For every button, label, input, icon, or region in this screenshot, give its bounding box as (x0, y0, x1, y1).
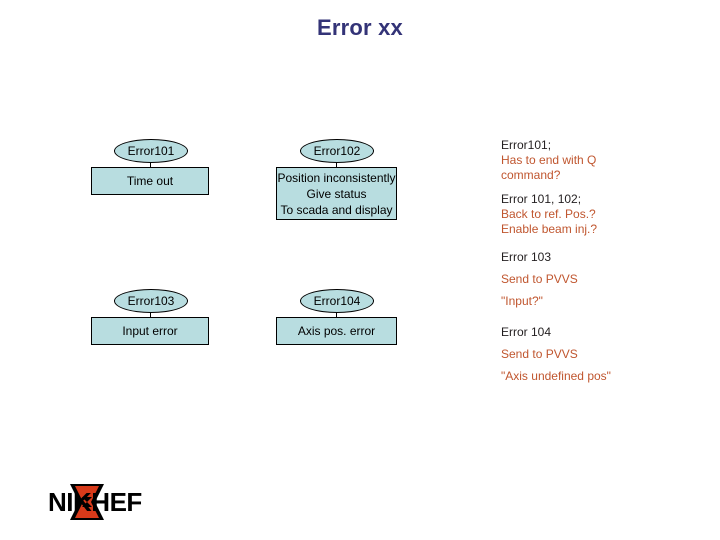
note-heading: Error101; (501, 138, 552, 152)
nikhef-bowtie-icon (70, 484, 104, 520)
nikhef-logo: NIKHEF (48, 484, 148, 520)
note-body-line: Send to PVVS (501, 272, 578, 286)
nikhef-text-before: NI (48, 487, 74, 517)
note-body-line: "Axis undefined pos" (501, 369, 611, 383)
node-ellipse-error103[interactable]: Error103 (114, 289, 188, 313)
node-rect-error104[interactable]: Axis pos. error (276, 317, 397, 345)
node-connector-error104 (336, 312, 337, 318)
node-rect-line: Input error (122, 324, 178, 338)
notes-column: Error101; Has to end with Q command? Err… (501, 138, 697, 396)
note-body-line: Has to end with Q (501, 153, 597, 167)
nikhef-text-after: EF (109, 487, 143, 517)
note-body-line: Send to PVVS (501, 347, 578, 361)
note-heading: Error 104 (501, 325, 552, 339)
note-body-line: "Input?" (501, 294, 543, 308)
node-rect-line: Time out (126, 174, 174, 188)
node-rect-error101[interactable]: Time out (91, 167, 209, 195)
note-block-error101: Error101; Has to end with Q command? (501, 138, 697, 183)
note-body-line: Enable beam inj.? (501, 222, 598, 236)
node-connector-error103 (150, 312, 151, 318)
note-block-error104: Error 104 Send to PVVS "Axis undefined p… (501, 321, 697, 387)
page-title: Error xx (317, 15, 403, 40)
node-ellipse-error104[interactable]: Error104 (300, 289, 374, 313)
node-ellipse-error101[interactable]: Error101 (114, 139, 188, 163)
node-connector-error101 (150, 162, 151, 168)
node-rect-line: Give status (306, 186, 367, 201)
node-connector-error102 (336, 162, 337, 168)
node-ellipse-error102[interactable]: Error102 (300, 139, 374, 163)
note-heading: Error 101, 102; (501, 192, 582, 206)
node-rect-error103[interactable]: Input error (91, 317, 209, 345)
note-body-line: command? (501, 168, 561, 182)
node-rect-line: Axis pos. error (297, 324, 376, 338)
nikhef-wordmark: NIKHEF (48, 484, 148, 520)
note-body-line: Back to ref. Pos.? (501, 207, 596, 221)
node-rect-line: Position inconsistently (277, 170, 396, 185)
note-block-error101-102: Error 101, 102; Back to ref. Pos.? Enabl… (501, 192, 697, 237)
nikhef-text-middle: KH (73, 487, 110, 517)
note-heading: Error 103 (501, 250, 552, 264)
note-block-error103: Error 103 Send to PVVS "Input?" (501, 246, 697, 312)
node-rect-error102[interactable]: Position inconsistently Give status To s… (276, 167, 397, 220)
node-rect-line: To scada and display (280, 202, 393, 217)
